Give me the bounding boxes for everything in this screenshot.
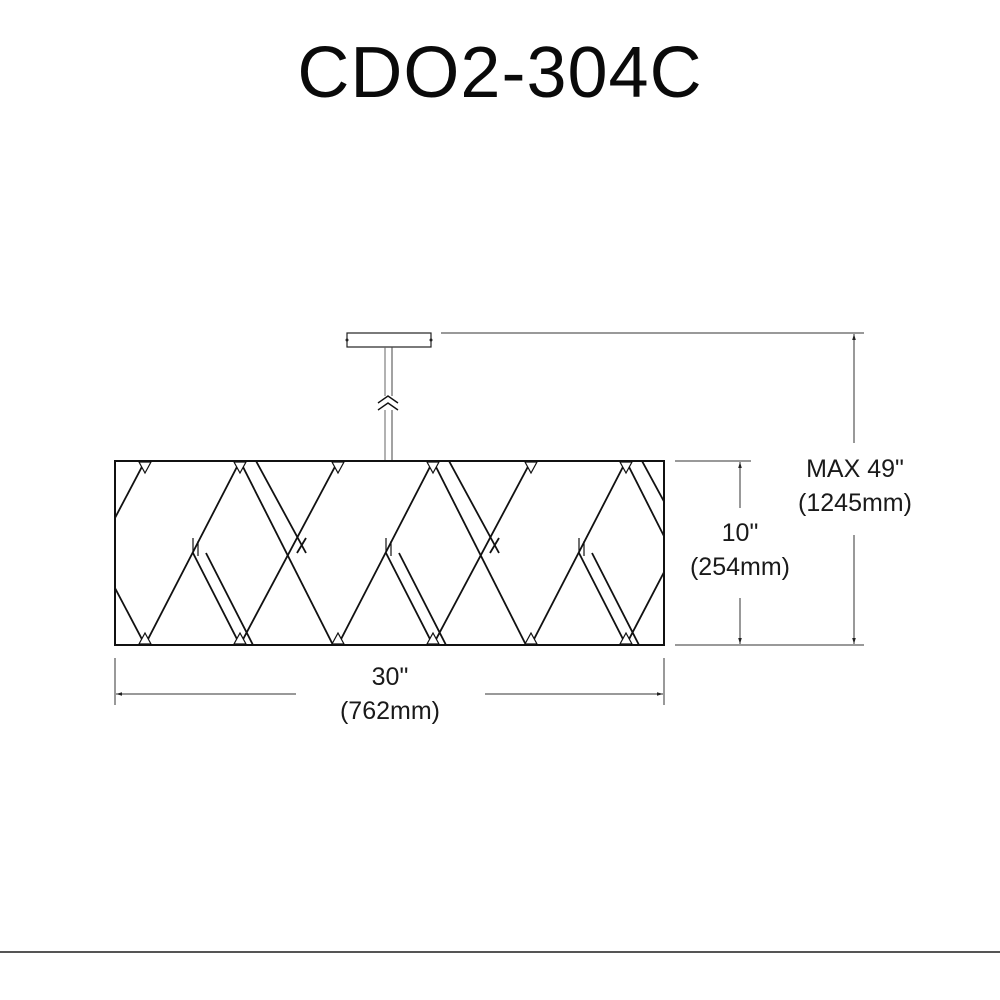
overall-height-dimension xyxy=(441,332,864,644)
width-dimension xyxy=(114,658,665,705)
bottom-mount-clips xyxy=(137,631,634,645)
shade-height-imperial: 10" xyxy=(721,519,759,547)
overall-height-metric: (1245mm) xyxy=(798,489,912,517)
drum-shade xyxy=(114,460,665,646)
width-metric: (762mm) xyxy=(339,697,440,725)
shade-height-metric: (254mm) xyxy=(689,553,790,581)
model-number-title: CDO2-304C xyxy=(297,33,703,113)
width-label: 30" (762mm) xyxy=(290,660,490,728)
bottom-divider-line xyxy=(0,951,1000,953)
shade-height-dimension xyxy=(675,460,864,646)
overall-height-label: MAX 49" (1245mm) xyxy=(775,452,935,520)
canopy xyxy=(345,332,433,348)
top-mount-clips xyxy=(137,461,634,475)
shade-height-label: 10" (254mm) xyxy=(670,516,810,584)
overall-height-imperial: MAX 49" xyxy=(806,455,904,483)
downrod xyxy=(377,347,399,461)
width-imperial: 30" xyxy=(371,663,409,691)
